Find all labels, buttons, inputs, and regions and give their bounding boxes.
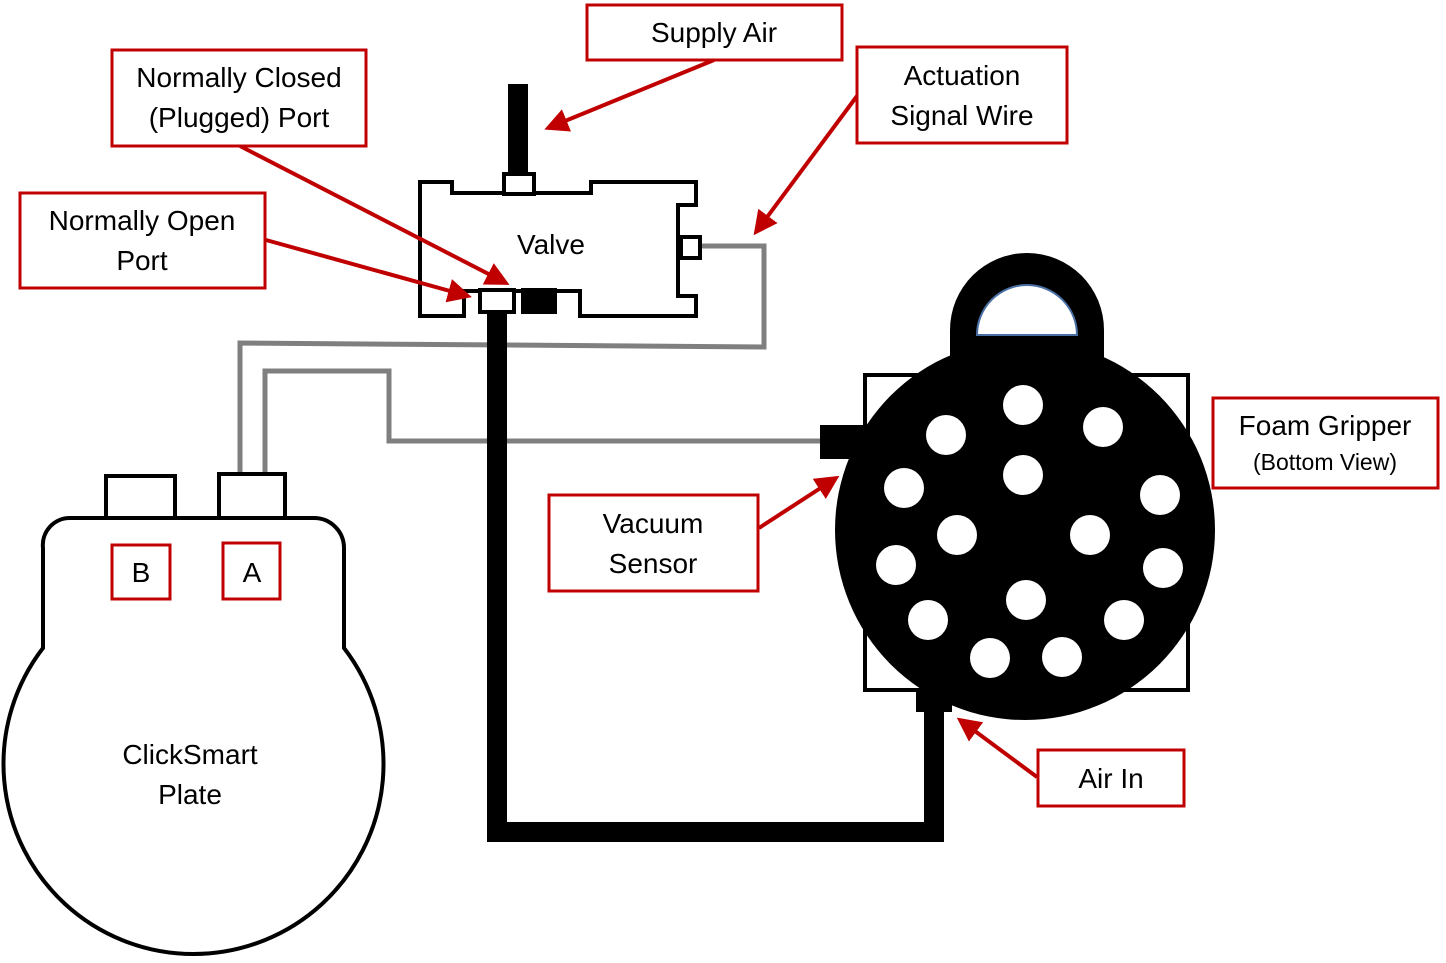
gripper-hole: [884, 468, 924, 508]
normally-open-callout: Normally Open Port: [18, 191, 267, 290]
callout-text: Sensor: [609, 548, 698, 579]
normally-closed-port-plug: [521, 288, 557, 314]
plate-label-line1: ClickSmart: [122, 739, 258, 770]
gripper-hole: [937, 515, 977, 555]
vacuum-sensor: [820, 425, 865, 459]
callout-text: Vacuum: [603, 508, 704, 539]
callout-text: Actuation: [904, 60, 1021, 91]
callout-box: [1211, 396, 1440, 490]
callout-text: Normally Closed: [136, 62, 341, 93]
air-in-fitting: [916, 688, 952, 712]
callout-box: [110, 48, 368, 148]
callout-text: Normally Open: [49, 205, 236, 236]
gripper-hole: [1104, 600, 1144, 640]
callout-arrows: [239, 58, 1039, 779]
valve-side-port: [679, 235, 702, 260]
air-in-callout: Air In: [1036, 748, 1186, 808]
callout-box: [18, 191, 267, 290]
foam-gripper-callout: Foam Gripper (Bottom View): [1211, 396, 1440, 490]
supply-air-arrow: [544, 58, 715, 132]
callout-text: (Plugged) Port: [149, 102, 330, 133]
vacuum-sensor-wire: [262, 368, 822, 474]
gripper-hole: [1006, 580, 1046, 620]
callout-text: Foam Gripper: [1239, 410, 1412, 441]
port-b-connector: [104, 474, 177, 520]
gripper-hole: [1042, 637, 1082, 677]
supply-air-tube: [508, 84, 528, 176]
callout-box: [855, 45, 1069, 145]
air-in-tube: [487, 310, 944, 842]
gripper-hole: [970, 638, 1010, 678]
clicksmart-plate: B A ClickSmart Plate: [1, 472, 386, 956]
supply-air-callout: Supply Air: [585, 3, 844, 62]
vacuum-sensor-arrow: [757, 475, 840, 530]
normally-open-port: [478, 288, 516, 314]
gripper-hole: [1070, 515, 1110, 555]
port-a-label-box: [221, 541, 282, 601]
actuation-callout: Actuation Signal Wire: [855, 45, 1069, 145]
callout-text: (Bottom View): [1253, 449, 1397, 475]
gripper-hole: [1003, 385, 1043, 425]
callouts: Supply Air Normally Closed (Plugged) Por…: [18, 3, 1440, 808]
foam-gripper: [820, 253, 1215, 720]
callout-box: [585, 3, 844, 62]
signal-wires: [237, 243, 822, 474]
gripper-hole: [908, 600, 948, 640]
vacuum-sensor-callout: Vacuum Sensor: [547, 493, 760, 593]
valve-label: Valve: [517, 229, 585, 260]
callout-text: Supply Air: [651, 17, 777, 48]
port-a-label: A: [243, 557, 262, 588]
air-in-arrow: [956, 717, 1039, 779]
gripper-handle-hole: [975, 284, 1079, 336]
port-b-label-box: [110, 543, 172, 601]
callout-box: [547, 493, 760, 593]
gripper-hole: [1003, 455, 1043, 495]
callout-box: [1036, 748, 1186, 808]
callout-text: Signal Wire: [890, 100, 1033, 131]
callout-text: Air In: [1078, 763, 1143, 794]
normally-open-arrow: [265, 238, 472, 303]
gripper-hole: [1083, 407, 1123, 447]
callout-text: Port: [116, 245, 168, 276]
port-b-label: B: [132, 557, 151, 588]
port-a-connector: [217, 472, 287, 520]
actuation-arrow: [753, 94, 859, 236]
plate-body: [1, 515, 386, 956]
gripper-holes: [876, 385, 1183, 678]
gripper-hole: [1143, 548, 1183, 588]
plate-label-line2: Plate: [158, 779, 222, 810]
valve-top-port: [502, 172, 536, 196]
gripper-hole: [926, 415, 966, 455]
gripper-hole: [876, 545, 916, 585]
normally-closed-callout: Normally Closed (Plugged) Port: [110, 48, 368, 148]
actuation-signal-wire: [237, 243, 767, 474]
normally-closed-arrow: [239, 144, 510, 285]
gripper-hole: [1140, 475, 1180, 515]
